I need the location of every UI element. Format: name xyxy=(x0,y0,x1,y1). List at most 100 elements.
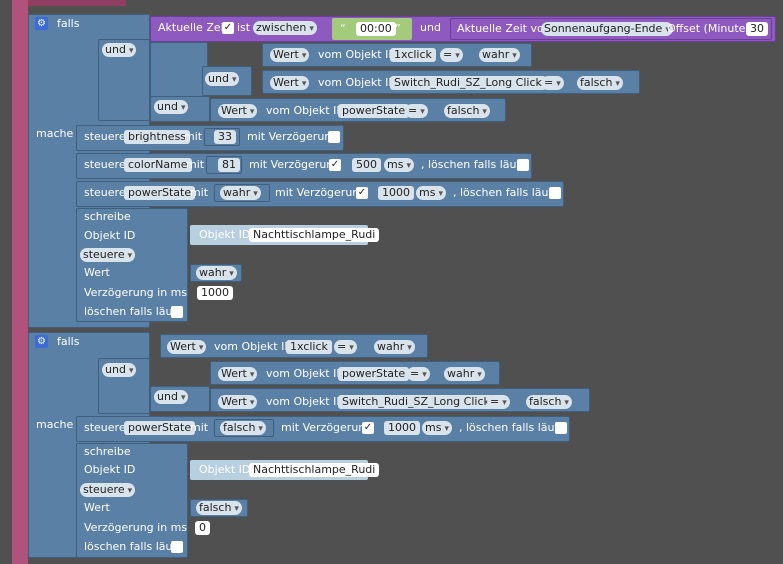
delay-checkbox[interactable]: ✓ xyxy=(329,159,341,171)
delay-ms-label: Verzögerung in ms xyxy=(84,286,188,299)
object-id-label: vom Objekt ID xyxy=(266,104,345,117)
bool-dropdown[interactable]: wahr xyxy=(196,266,237,280)
operator-dropdown[interactable]: = xyxy=(487,395,510,409)
object-id-field[interactable]: Switch_Rudi_SZ_Long Click xyxy=(390,76,546,90)
clear-label: löschen falls läuft xyxy=(84,305,181,318)
delay-ms-field[interactable]: 0 xyxy=(195,521,210,535)
logic-and-dropdown[interactable]: und xyxy=(154,100,189,114)
bool-dropdown[interactable]: wahr xyxy=(220,186,261,200)
delay-label: mit Verzögerung xyxy=(247,130,339,143)
mache-label: mache xyxy=(36,127,74,140)
delay-ms-field[interactable]: 1000 xyxy=(378,186,414,200)
object-id-field[interactable]: 1xclick xyxy=(390,48,436,62)
bool-dropdown[interactable]: wahr xyxy=(444,367,485,381)
unit-dropdown[interactable]: ms xyxy=(384,158,414,172)
gear-icon[interactable]: ⚙ xyxy=(35,17,48,30)
clear-label: löschen falls läuft xyxy=(84,540,181,553)
value-dropdown[interactable]: Wert xyxy=(218,367,258,381)
write-label: schreibe xyxy=(84,210,131,223)
delay-ms-field[interactable]: 500 xyxy=(352,158,381,172)
write-mode-dropdown[interactable]: steuere xyxy=(80,483,136,497)
between-dropdown[interactable]: zwischen xyxy=(253,21,317,35)
mit-label: mit xyxy=(186,158,205,171)
mache-label: mache xyxy=(36,418,74,431)
bool-dropdown[interactable]: falsch xyxy=(444,104,490,118)
number-field[interactable]: 81 xyxy=(218,158,240,172)
operator-dropdown[interactable]: = xyxy=(407,367,430,381)
sunrise-dropdown[interactable]: Sonnenaufgang-Ende xyxy=(541,22,673,36)
ist-label: ist xyxy=(237,21,251,34)
quote-right: ” xyxy=(395,22,401,35)
delay-label: mit Verzögerung xyxy=(281,421,373,434)
falls-label: falls xyxy=(57,17,80,30)
delay-ms-field[interactable]: 1000 xyxy=(197,286,233,300)
event-block-top-stub xyxy=(28,0,126,6)
object-id-label: vom Objekt ID xyxy=(266,367,345,380)
object-id-label: Objekt ID xyxy=(84,229,136,242)
logic-and-dropdown[interactable]: und xyxy=(102,43,137,57)
state-name-field[interactable]: brightness xyxy=(124,130,191,144)
state-name-field[interactable]: powerState xyxy=(124,186,196,200)
bool-dropdown[interactable]: wahr xyxy=(479,48,520,62)
control-label: steuere xyxy=(84,158,126,171)
operator-dropdown[interactable]: = xyxy=(334,340,357,354)
logic-and-dropdown[interactable]: und xyxy=(205,72,240,86)
number-field[interactable]: 33 xyxy=(214,130,236,144)
object-id-value-field[interactable]: Nachttischlampe_Rudi xyxy=(249,463,380,477)
delay-checkbox[interactable]: ✓ xyxy=(362,422,374,434)
control-label: steuere xyxy=(84,130,126,143)
bool-dropdown[interactable]: wahr xyxy=(374,340,415,354)
clear-label: , löschen falls läuft xyxy=(453,186,557,199)
gear-icon[interactable]: ⚙ xyxy=(35,335,48,348)
delay-checkbox[interactable] xyxy=(328,131,340,143)
object-id-label: vom Objekt ID xyxy=(318,48,397,61)
unit-dropdown[interactable]: ms xyxy=(422,421,452,435)
bool-dropdown[interactable]: falsch xyxy=(577,76,623,90)
operator-dropdown[interactable]: = xyxy=(541,76,564,90)
object-id-block-label: Objekt ID xyxy=(199,463,251,476)
clear-checkbox[interactable] xyxy=(517,159,529,171)
offset-field[interactable]: 30 xyxy=(746,22,768,36)
clear-checkbox[interactable] xyxy=(171,306,183,318)
logic-and-dropdown[interactable]: und xyxy=(102,363,137,377)
bool-dropdown[interactable]: falsch xyxy=(196,501,242,515)
bool-dropdown[interactable]: falsch xyxy=(220,421,266,435)
write-block[interactable] xyxy=(76,443,188,558)
object-id-field[interactable]: powerState xyxy=(338,367,410,381)
bool-dropdown[interactable]: falsch xyxy=(526,395,572,409)
value-dropdown[interactable]: Wert xyxy=(218,104,258,118)
object-id-field[interactable]: Switch_Rudi_SZ_Long Click xyxy=(338,395,494,409)
state-name-field[interactable]: colorName xyxy=(124,158,192,172)
state-name-field[interactable]: powerState xyxy=(124,421,196,435)
object-id-field[interactable]: 1xclick xyxy=(286,340,332,354)
object-id-label: vom Objekt ID xyxy=(318,76,397,89)
time-value-field[interactable]: 00:00 xyxy=(356,22,396,36)
object-id-block-label: Objekt ID xyxy=(199,228,251,241)
write-mode-dropdown[interactable]: steuere xyxy=(80,248,136,262)
operator-dropdown[interactable]: = xyxy=(440,48,463,62)
und-label: und xyxy=(420,21,441,34)
value-dropdown[interactable]: Wert xyxy=(218,395,258,409)
delay-checkbox[interactable]: ✓ xyxy=(356,187,368,199)
value-dropdown[interactable]: Wert xyxy=(167,340,207,354)
delay-label: mit Verzögerung xyxy=(275,186,367,199)
unit-dropdown[interactable]: ms xyxy=(416,186,446,200)
clear-checkbox[interactable] xyxy=(171,541,183,553)
object-id-value-field[interactable]: Nachttischlampe_Rudi xyxy=(249,228,380,242)
event-block-strip[interactable] xyxy=(12,0,28,564)
control-block-powerstate[interactable] xyxy=(76,181,564,207)
mit-label: mit xyxy=(190,421,209,434)
mit-label: mit xyxy=(190,186,209,199)
object-id-field[interactable]: powerState xyxy=(338,104,410,118)
and-block-a[interactable] xyxy=(150,42,208,100)
clear-checkbox[interactable] xyxy=(549,187,561,199)
write-block[interactable] xyxy=(76,208,188,322)
clear-checkbox[interactable] xyxy=(555,422,567,434)
operator-dropdown[interactable]: = xyxy=(405,104,428,118)
time-checkbox[interactable]: ✓ xyxy=(222,22,234,34)
delay-ms-field[interactable]: 1000 xyxy=(384,421,420,435)
clear-label: , löschen falls läuft xyxy=(459,421,563,434)
value-dropdown[interactable]: Wert xyxy=(270,76,310,90)
logic-and-dropdown[interactable]: und xyxy=(154,390,189,404)
value-dropdown[interactable]: Wert xyxy=(270,48,310,62)
